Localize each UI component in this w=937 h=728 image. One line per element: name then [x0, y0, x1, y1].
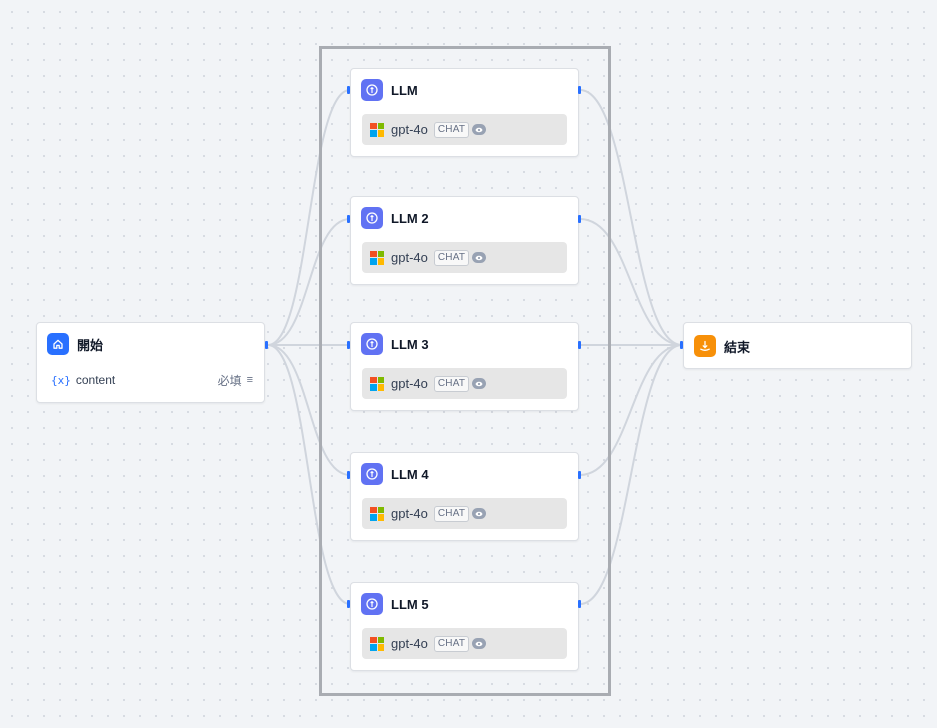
llm-brain-icon [361, 333, 383, 355]
mode-badge: CHAT [433, 121, 470, 138]
mode-badge: CHAT [433, 249, 470, 266]
llm-brain-icon [361, 207, 383, 229]
llm-brain-icon [361, 79, 383, 101]
end-node-title: 結束 [724, 339, 751, 355]
model-name: gpt-4o [391, 506, 428, 521]
model-selector[interactable]: gpt-4o CHAT [362, 368, 567, 399]
llm-1-output-handle[interactable] [578, 86, 581, 94]
eye-icon [472, 508, 487, 519]
mode-badge: CHAT [433, 375, 470, 392]
model-name: gpt-4o [391, 636, 428, 651]
llm-node-title: LLM 4 [391, 466, 429, 482]
edge-llm2-end [579, 218, 683, 346]
llm-node-2[interactable]: LLM 2 gpt-4o CHAT [350, 196, 579, 285]
edge-start-llm5 [267, 344, 351, 605]
eye-icon [472, 124, 487, 135]
llm-brain-icon [361, 593, 383, 615]
selection-group-box[interactable] [319, 46, 611, 696]
llm-node-header: LLM 5 [361, 593, 429, 615]
edge-llm4-end [579, 344, 683, 476]
llm-brain-icon [361, 463, 383, 485]
edge-llm1-end [579, 89, 683, 346]
edge-start-llm4 [267, 344, 351, 476]
end-input-handle[interactable] [680, 341, 683, 349]
microsoft-logo-icon [370, 376, 384, 391]
start-node[interactable]: 開始 {x} content 必填 ≡ [36, 322, 265, 403]
llm-node-title: LLM 2 [391, 210, 429, 226]
llm-3-output-handle[interactable] [578, 341, 581, 349]
model-selector[interactable]: gpt-4o CHAT [362, 242, 567, 273]
llm-node-title: LLM 3 [391, 336, 429, 352]
start-variable-row[interactable]: {x} content 必填 ≡ [47, 369, 253, 391]
mode-badge: CHAT [433, 505, 470, 522]
start-node-title: 開始 [77, 337, 104, 353]
model-name: gpt-4o [391, 250, 428, 265]
end-node[interactable]: 結束 [683, 322, 912, 369]
edge-start-llm1 [267, 89, 351, 346]
llm-node-5[interactable]: LLM 5 gpt-4o CHAT [350, 582, 579, 671]
eye-icon [472, 378, 487, 389]
model-selector[interactable]: gpt-4o CHAT [362, 114, 567, 145]
llm-5-output-handle[interactable] [578, 600, 581, 608]
llm-5-input-handle[interactable] [347, 600, 350, 608]
llm-2-input-handle[interactable] [347, 215, 350, 223]
llm-node-3[interactable]: LLM 3 gpt-4o CHAT [350, 322, 579, 411]
model-selector[interactable]: gpt-4o CHAT [362, 628, 567, 659]
start-output-handle[interactable] [265, 341, 268, 349]
edge-llm5-end [579, 344, 683, 605]
microsoft-logo-icon [370, 250, 384, 265]
llm-node-title: LLM 5 [391, 596, 429, 612]
llm-3-input-handle[interactable] [347, 341, 350, 349]
llm-node-header: LLM 4 [361, 463, 429, 485]
end-flag-icon [694, 335, 716, 357]
eye-icon [472, 252, 487, 263]
microsoft-logo-icon [370, 636, 384, 651]
variable-name: content [75, 373, 116, 387]
text-type-icon: ≡ [246, 374, 253, 386]
microsoft-logo-icon [370, 506, 384, 521]
llm-node-1[interactable]: LLM gpt-4o CHAT [350, 68, 579, 157]
end-node-header: 結束 [694, 335, 750, 357]
llm-1-input-handle[interactable] [347, 86, 350, 94]
edge-start-llm2 [267, 218, 351, 346]
required-label: 必填 [217, 373, 242, 388]
mode-badge: CHAT [433, 635, 470, 652]
model-name: gpt-4o [391, 122, 428, 137]
variable-icon: {x} [51, 373, 71, 387]
llm-2-output-handle[interactable] [578, 215, 581, 223]
microsoft-logo-icon [370, 122, 384, 137]
llm-node-header: LLM 3 [361, 333, 429, 355]
model-selector[interactable]: gpt-4o CHAT [362, 498, 567, 529]
llm-4-output-handle[interactable] [578, 471, 581, 479]
llm-node-title: LLM [391, 82, 418, 98]
eye-icon [472, 638, 487, 649]
model-name: gpt-4o [391, 376, 428, 391]
llm-4-input-handle[interactable] [347, 471, 350, 479]
start-node-header: 開始 [47, 333, 103, 355]
llm-node-header: LLM [361, 79, 418, 101]
llm-node-header: LLM 2 [361, 207, 429, 229]
home-icon [47, 333, 69, 355]
llm-node-4[interactable]: LLM 4 gpt-4o CHAT [350, 452, 579, 541]
